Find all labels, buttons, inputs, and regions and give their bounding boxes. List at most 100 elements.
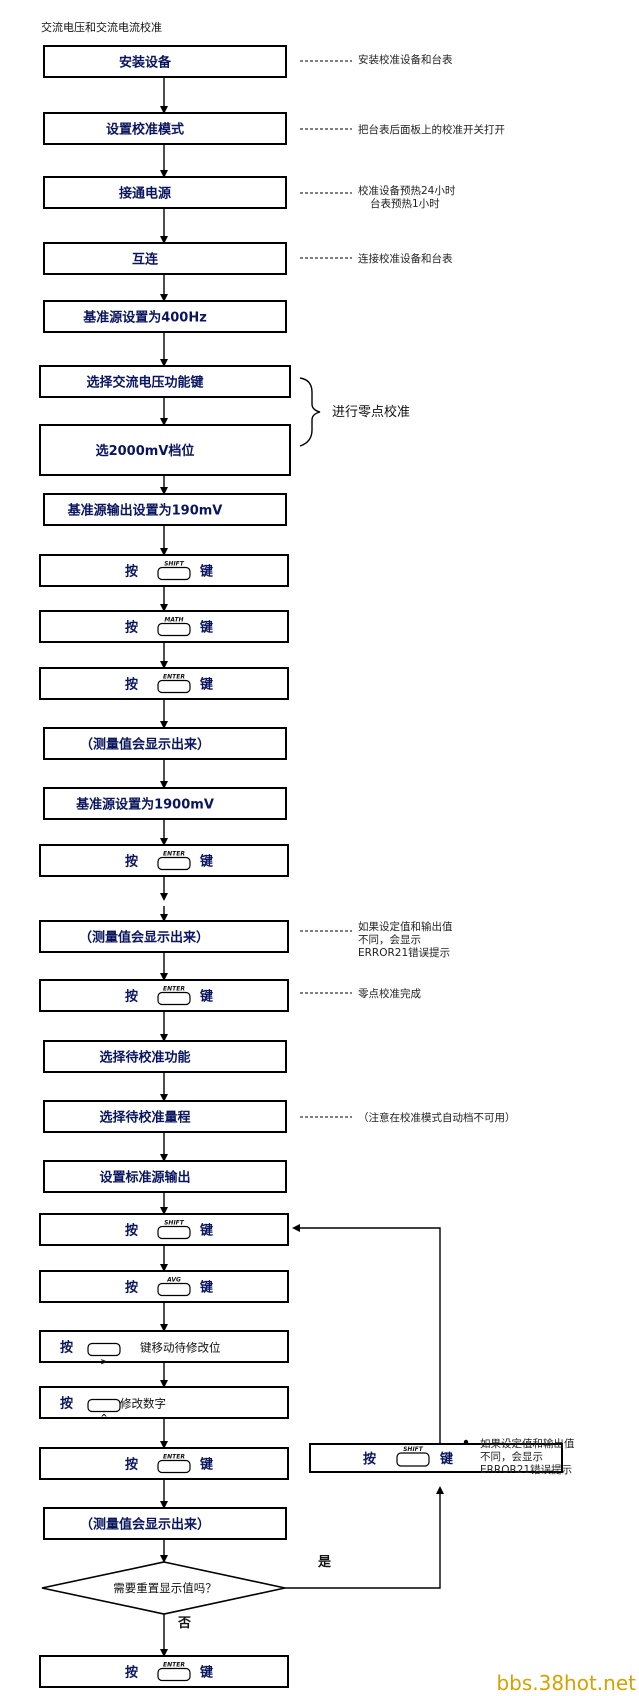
press-label: 按 xyxy=(125,1223,138,1239)
press-suffix: 键 xyxy=(199,1457,213,1473)
key-label: ENTER xyxy=(163,851,185,858)
decision-yes-label: 是 xyxy=(317,1555,332,1570)
press-suffix: 键 xyxy=(199,989,213,1005)
decision-no-label: 否 xyxy=(177,1616,191,1631)
press-suffix: 键 xyxy=(199,564,213,580)
note-2: 校准设备预热24小时台表预热1小时 xyxy=(358,184,456,210)
step-label: 互连 xyxy=(132,252,159,268)
press-suffix: 键 xyxy=(199,1280,213,1296)
note-0: 安装校准设备和台表 xyxy=(358,53,453,66)
step-box-3: 互连 xyxy=(43,242,287,275)
key-label: ^ xyxy=(100,1414,108,1424)
press-label: 按 xyxy=(125,989,138,1005)
note-3: 连接校准设备和台表 xyxy=(358,252,453,265)
press-suffix: 键 xyxy=(199,1223,213,1239)
key-button-icon xyxy=(157,679,191,694)
press-label: 按 xyxy=(60,1396,73,1412)
key-button-icon xyxy=(157,991,191,1006)
note-1: 把台表后面板上的校准开关打开 xyxy=(358,123,505,136)
key-button-icon xyxy=(157,1667,191,1682)
step-label: 基准源设置为400Hz xyxy=(82,310,207,326)
step-box-18: 设置标准源输出 xyxy=(43,1160,287,1193)
step-label: 选择待校准量程 xyxy=(99,1110,190,1126)
key-button-icon xyxy=(157,622,191,637)
press-enter-box-13: 按 ENTER 键 xyxy=(39,844,289,877)
step-box-17: 选择待校准量程 xyxy=(43,1100,287,1133)
step-box-24: （测量值会显示出来） xyxy=(43,1507,287,1540)
brace-note: 进行零点校准 xyxy=(332,404,410,420)
press-label: 按 xyxy=(125,1280,138,1296)
step-label: 安装设备 xyxy=(119,55,172,71)
press-enter-box-23: 按 ENTER 键 xyxy=(39,1447,289,1480)
key-label: > xyxy=(100,1358,108,1368)
note-5: 零点校准完成 xyxy=(358,987,421,1000)
step-label: 选择交流电压功能键 xyxy=(86,375,203,391)
loop-note: 如果设定值和输出值 不同，会显示 ERROR21错误提示 xyxy=(480,1437,578,1476)
press-label: 按 xyxy=(125,564,138,580)
step-label: 接通电源 xyxy=(119,186,171,202)
key-label: AVG xyxy=(166,1277,181,1284)
press-up-box-22: 按 ^ 修改数字 xyxy=(39,1386,289,1424)
press-label: 按 xyxy=(125,677,138,693)
key-button-icon xyxy=(157,1225,191,1240)
side-shift-box: 按 SHIFT 键 xyxy=(309,1443,563,1473)
key-button-icon xyxy=(157,1282,191,1297)
side-key-label: SHIFT xyxy=(403,1446,424,1453)
step-box-2: 接通电源 xyxy=(43,176,287,209)
press-label: 按 xyxy=(125,620,138,636)
step-box-4: 基准源设置为400Hz xyxy=(43,300,287,333)
note-6: （注意在校准模式自动档不可用） xyxy=(358,1111,516,1124)
step-box-14: （测量值会显示出来） xyxy=(39,920,289,953)
step-label: 设置校准模式 xyxy=(106,122,184,138)
loop-note-bullet xyxy=(463,1439,469,1445)
press-label: 按 xyxy=(125,1665,138,1681)
step-box-5: 选择交流电压功能键 xyxy=(39,365,291,398)
key-label: SHIFT xyxy=(164,561,185,568)
step-box-7: 基准源输出设置为190mV xyxy=(43,493,287,526)
step-label: 选2000mV档位 xyxy=(96,443,195,459)
press-label: 按 xyxy=(125,1457,138,1473)
step-label: 设置标准源输出 xyxy=(99,1170,190,1186)
key-label: SHIFT xyxy=(164,1220,185,1227)
press-shift-box-8: 按 SHIFT 键 xyxy=(39,554,289,587)
step-label: 基准源设置为1900mV xyxy=(75,797,214,813)
key-label: ENTER xyxy=(163,1454,185,1461)
step-label: （测量值会显示出来） xyxy=(80,1517,210,1533)
watermark: bbs.38hot.net xyxy=(496,1671,636,1695)
press-label: 按 xyxy=(60,1340,73,1356)
key-button-icon xyxy=(157,566,191,581)
step-box-0: 安装设备 xyxy=(43,45,287,78)
side-key-button-icon xyxy=(396,1452,430,1467)
press-suffix: 键 xyxy=(199,854,213,870)
step-label: （测量值会显示出来） xyxy=(80,737,210,753)
press-avg-box-20: 按 AVG 键 xyxy=(39,1270,289,1303)
press-suffix: 键 xyxy=(199,1665,213,1681)
press-label: 按 xyxy=(125,854,138,870)
key-button-icon xyxy=(157,1459,191,1474)
press-shift-box-19: 按 SHIFT 键 xyxy=(39,1213,289,1246)
diagram-title: 交流电压和交流电流校准 xyxy=(41,20,162,34)
key-button-icon xyxy=(157,856,191,871)
side-box-press: 按 xyxy=(363,1451,376,1467)
press-suffix: 修改数字 xyxy=(120,1397,166,1411)
brace-bracket xyxy=(299,377,321,447)
step-box-6: 选2000mV档位 xyxy=(39,424,291,476)
press-suffix: 键移动待修改位 xyxy=(140,1341,221,1355)
loop-up-line xyxy=(292,1224,441,1444)
step-box-11: （测量值会显示出来） xyxy=(43,727,287,760)
step-label: 选择待校准功能 xyxy=(99,1050,190,1066)
step-label: 基准源输出设置为190mV xyxy=(67,503,223,519)
step-label: （测量值会显示出来） xyxy=(79,930,209,946)
key-label: ENTER xyxy=(163,674,185,681)
loop-yes-line xyxy=(285,1486,444,1589)
step-box-1: 设置校准模式 xyxy=(43,112,287,145)
step-box-16: 选择待校准功能 xyxy=(43,1040,287,1073)
key-button-icon xyxy=(87,1342,121,1357)
decision-text: 需要重置显示值吗？ xyxy=(113,1581,217,1595)
side-box-suffix: 键 xyxy=(439,1451,453,1467)
